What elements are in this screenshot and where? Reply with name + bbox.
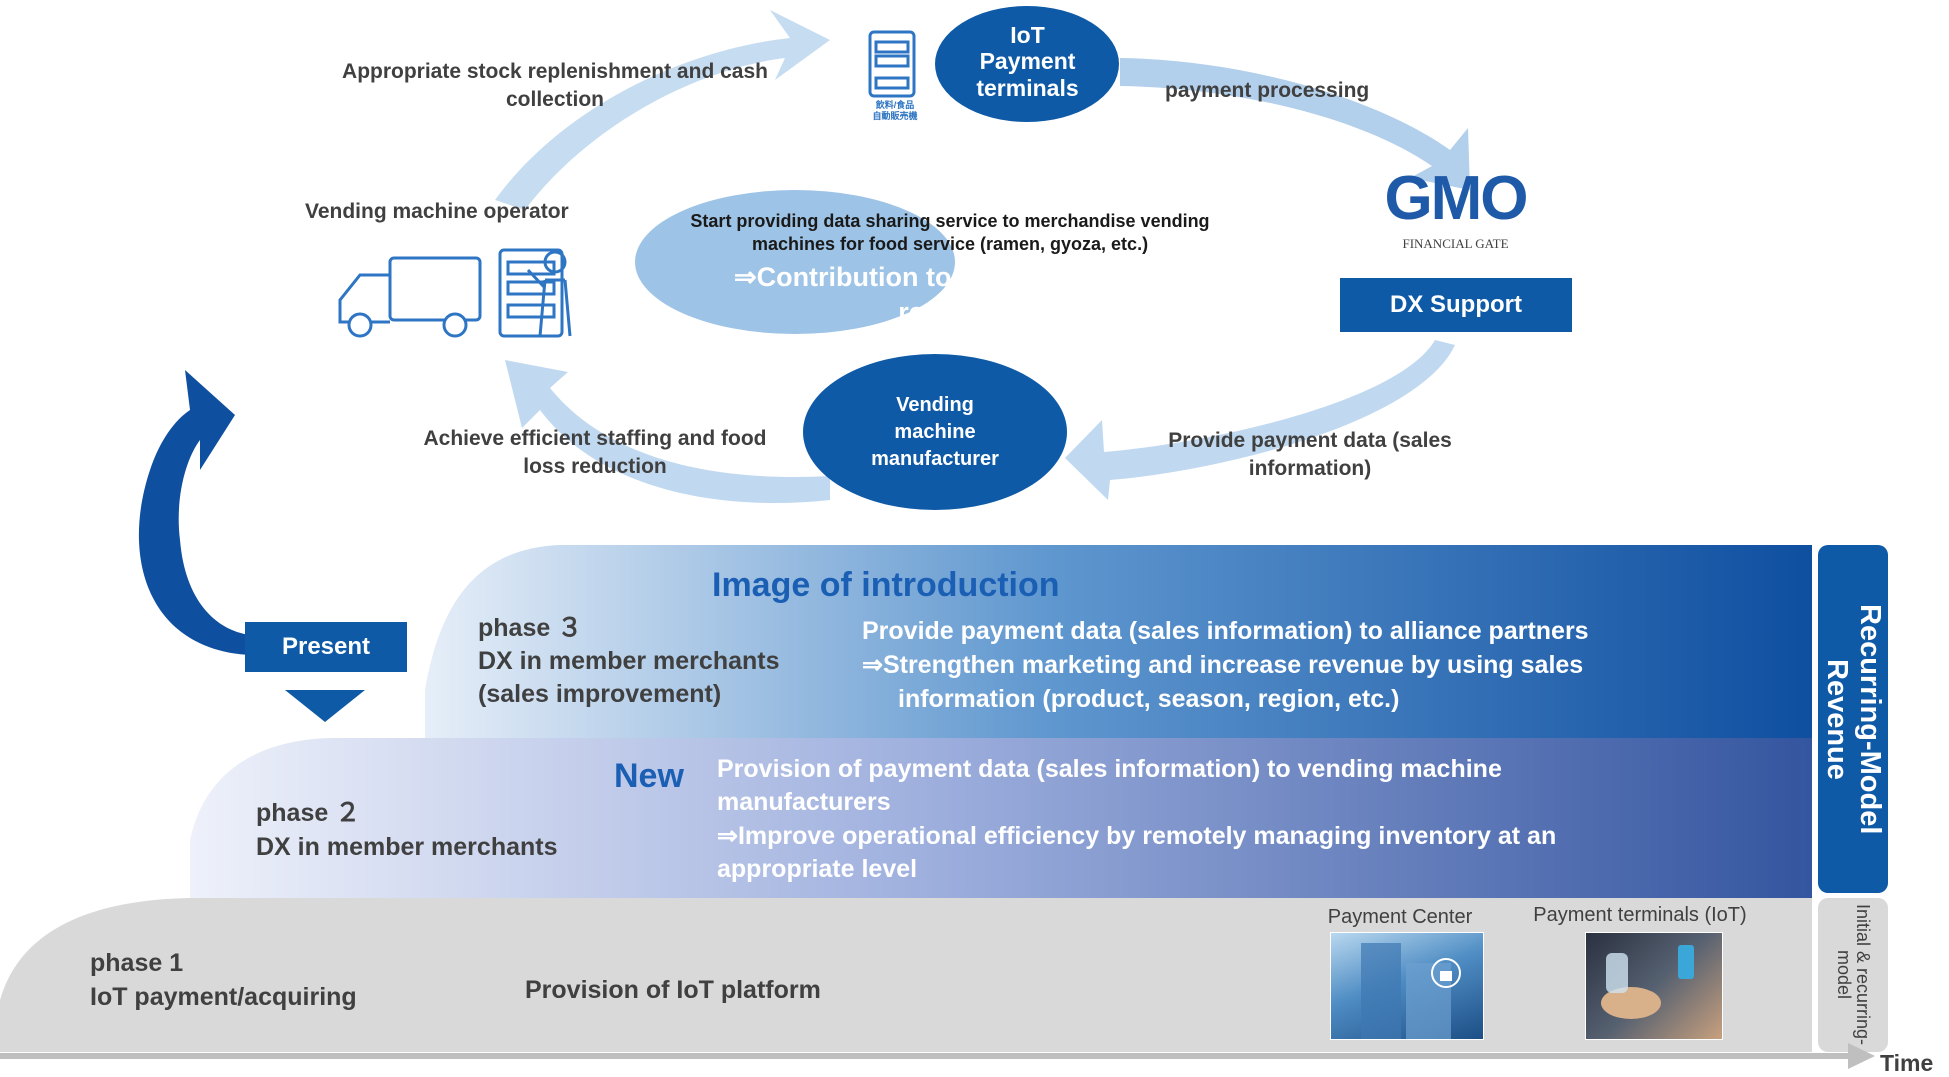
staffing-label: Achieve efficient staffing and food loss…: [423, 427, 767, 479]
payment-processing-label: payment processing: [1165, 79, 1370, 102]
center-contribution-text: ⇒Contribution to recurring-model revenue: [733, 262, 1167, 328]
recurring-model-label: Recurring-Model Revenue: [1821, 603, 1886, 835]
payment-terminals-label: Payment terminals (IoT): [1533, 904, 1747, 926]
gmo-subtitle: FINANCIAL GATE: [1402, 236, 1509, 251]
present-triangle: [285, 690, 365, 722]
manufacturer-label: Vending machine manufacturer: [871, 394, 999, 470]
phase1-name: phase 1: [90, 949, 184, 977]
manufacturer-ellipse: [803, 354, 1067, 510]
time-axis-line: [0, 1053, 1850, 1059]
phase2-band: [190, 738, 1812, 898]
stock-replenishment-label: Appropriate stock replenishment and cash…: [342, 60, 768, 112]
phase3-subtitle-line2: (sales improvement): [478, 680, 722, 708]
cycle-arrow-top-right: [1120, 58, 1470, 190]
phase1-subtitle: IoT payment/acquiring: [90, 983, 357, 1011]
time-axis-arrowhead: [1848, 1043, 1875, 1069]
phase2-desc-line2: ⇒Improve operational efficiency by remot…: [717, 822, 1557, 883]
phase3-desc-line3: information (product, season, region, et…: [898, 685, 1400, 713]
phase2-new-badge: New: [614, 757, 684, 795]
phase3-subtitle-line1: DX in member merchants: [478, 647, 780, 675]
center-service-text: Start providing data sharing service to …: [690, 211, 1210, 255]
phase3-desc-line1: Provide payment data (sales information)…: [862, 617, 1589, 645]
iot-ellipse: [935, 6, 1119, 122]
cycle-arrow-top-left: [495, 10, 830, 210]
gmo-logo: GMO: [1384, 164, 1528, 233]
operator-label: Vending machine operator: [305, 200, 569, 223]
payment-center-photo: [1330, 932, 1484, 1040]
dx-support-box: DX Support: [1340, 278, 1572, 332]
cycle-arrow-bottom-left: [505, 360, 830, 504]
vending-machine-icon: [868, 30, 916, 98]
iot-terminals-label: IoT Payment terminals: [976, 22, 1079, 101]
initial-model-label: Initial & recurring-model: [1834, 904, 1873, 1046]
phase3-name: phase ３: [478, 614, 583, 642]
truck-icon: [338, 256, 482, 338]
initial-box: [1818, 898, 1888, 1052]
phase3-band: [425, 545, 1812, 738]
lock-icon: [1361, 943, 1461, 1039]
center-ellipse: [635, 190, 955, 334]
phase3-title: Image of introduction: [712, 566, 1060, 604]
cycle-arrow-bottom-right: [1065, 340, 1455, 500]
operator-vending-icon: [498, 248, 572, 338]
phase2-name: phase ２: [256, 799, 361, 827]
payment-center-label: Payment Center: [1327, 906, 1473, 928]
payment-terminals-photo: [1585, 932, 1723, 1040]
phase3-desc-line2: ⇒Strengthen marketing and increase reven…: [862, 651, 1584, 679]
present-box: Present: [245, 622, 407, 672]
phase2-subtitle: DX in member merchants: [256, 833, 558, 861]
recurring-box: [1818, 545, 1888, 893]
phase1-desc: Provision of IoT platform: [525, 976, 821, 1004]
time-axis-label: Time: [1880, 1050, 1934, 1076]
provide-data-label: Provide payment data (sales information): [1168, 429, 1452, 481]
present-curve-arrow: [138, 370, 250, 655]
terminal-hand-icon: [1601, 945, 1694, 1019]
vending-icon-caption: 飲料/食品 自動販売機: [872, 100, 918, 121]
phase2-desc-line1: Provision of payment data (sales informa…: [717, 755, 1502, 816]
